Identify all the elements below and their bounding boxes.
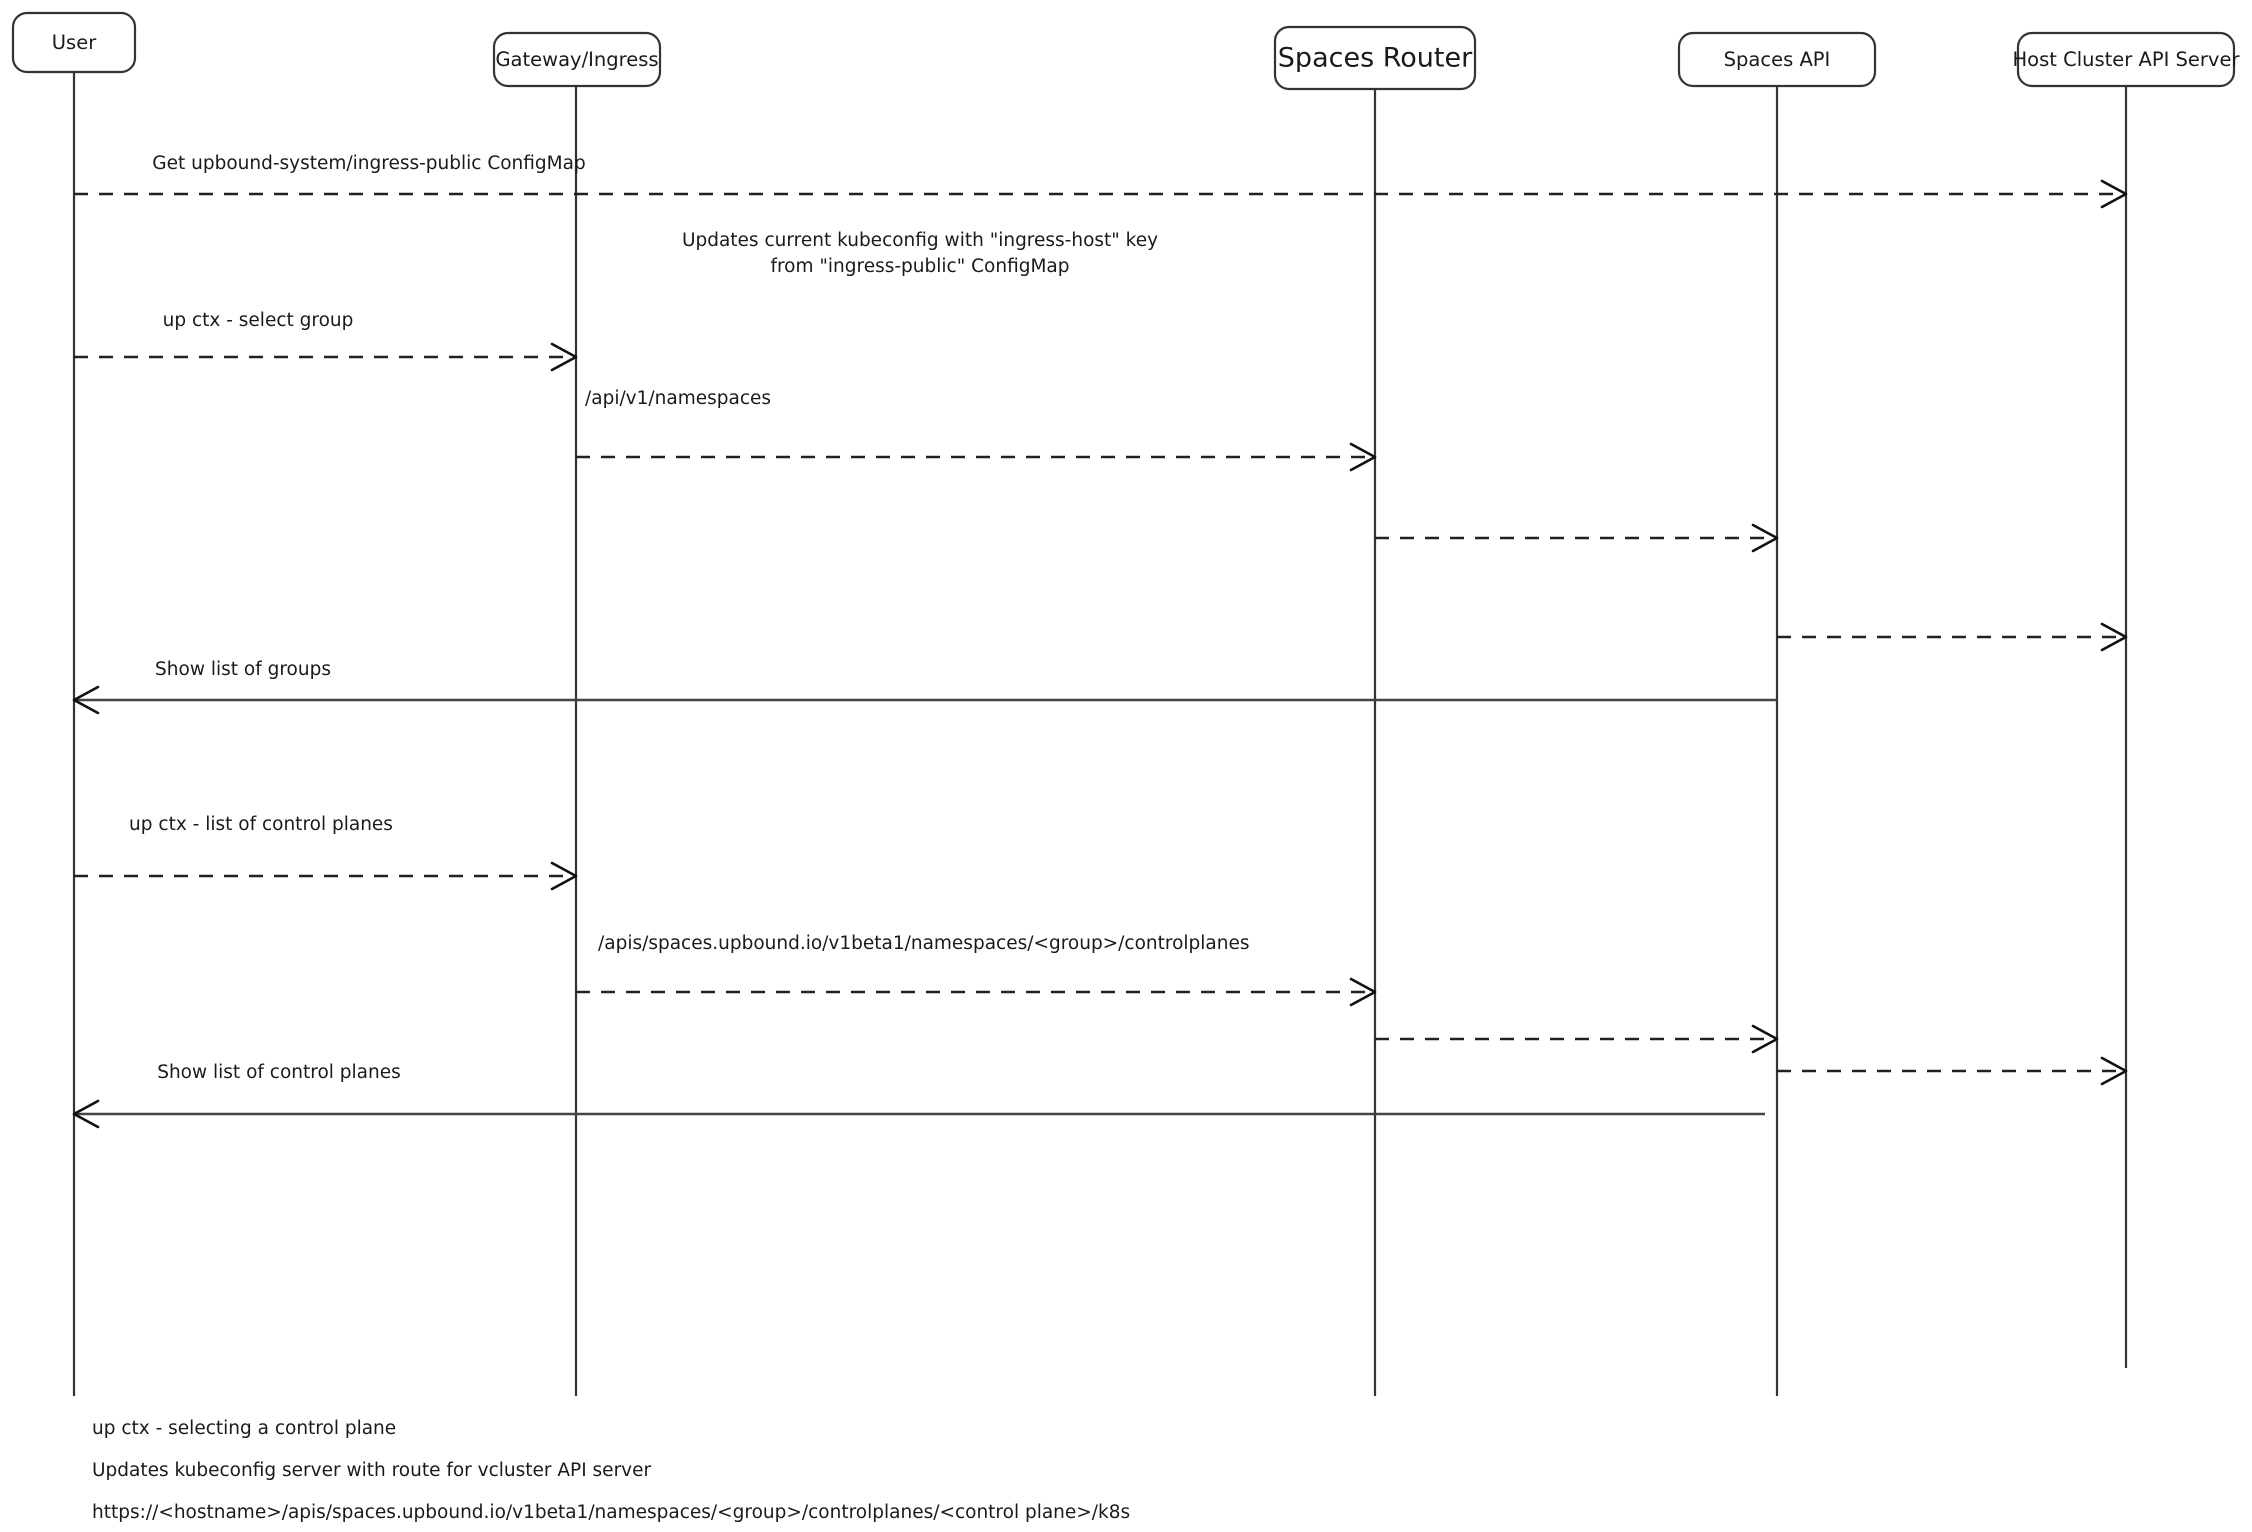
footer-line-2: https://<hostname>/apis/spaces.upbound.i… <box>92 1502 1130 1523</box>
arrowhead-right-m3 <box>1349 442 1377 472</box>
message-label-m1: Get upbound-system/ingress-public Config… <box>152 153 585 174</box>
footer-line-1: Updates kubeconfig server with route for… <box>92 1460 652 1481</box>
message-m3: /api/v1/namespaces <box>576 388 1377 472</box>
actor-label-spaces-api: Spaces API <box>1724 48 1831 71</box>
arrowhead-left-m6 <box>72 685 100 715</box>
actor-box-spaces-api <box>1677 31 1877 88</box>
arrowhead-left-m11 <box>72 1099 100 1129</box>
message-label-m8: /apis/spaces.upbound.io/v1beta1/namespac… <box>598 933 1250 954</box>
note-line-note-kubeconfig-0: Updates current kubeconfig with "ingress… <box>682 230 1158 251</box>
message-m6: Show list of groups <box>72 659 1777 715</box>
message-m1: Get upbound-system/ingress-public Config… <box>74 153 2128 209</box>
message-m8: /apis/spaces.upbound.io/v1beta1/namespac… <box>576 933 1377 1007</box>
messages-layer: Get upbound-system/ingress-public Config… <box>72 153 2128 1129</box>
actor-label-gateway: Gateway/Ingress <box>495 48 658 71</box>
message-label-m7: up ctx - list of control planes <box>129 814 393 835</box>
arrowhead-right-m2 <box>550 342 578 372</box>
message-label-m3: /api/v1/namespaces <box>585 388 771 409</box>
actor-spaces-api[interactable]: Spaces API <box>1677 31 1877 88</box>
message-m9 <box>1375 1024 1779 1054</box>
message-label-m11: Show list of control planes <box>157 1062 401 1083</box>
actor-box-gateway <box>492 31 662 88</box>
actor-label-spaces-router: Spaces Router <box>1278 43 1473 74</box>
message-m4 <box>1375 523 1779 553</box>
actor-box-host-cluster <box>2016 31 2236 88</box>
arrowhead-right-m5 <box>2100 622 2128 652</box>
arrowhead-right-m1 <box>2100 179 2128 209</box>
actor-spaces-router[interactable]: Spaces Router <box>1273 25 1477 91</box>
actor-gateway[interactable]: Gateway/Ingress <box>492 31 662 88</box>
arrowhead-right-m8 <box>1349 977 1377 1007</box>
footer-line-0: up ctx - selecting a control plane <box>92 1418 396 1439</box>
actor-label-host-cluster: Host Cluster API Server <box>2012 48 2240 71</box>
message-m2: up ctx - select group <box>74 310 578 372</box>
lifelines-layer <box>72 72 2128 1396</box>
message-m5 <box>1777 622 2128 652</box>
actor-label-user: User <box>52 31 97 54</box>
arrowhead-right-m10 <box>2100 1056 2128 1086</box>
message-m7: up ctx - list of control planes <box>74 814 578 891</box>
arrowhead-right-m4 <box>1751 523 1779 553</box>
actor-box-user <box>11 11 137 74</box>
actor-user[interactable]: User <box>11 11 137 74</box>
note-note-kubeconfig: Updates current kubeconfig with "ingress… <box>682 230 1158 277</box>
footer-layer: up ctx - selecting a control planeUpdate… <box>92 1418 1130 1523</box>
message-m10 <box>1777 1056 2128 1086</box>
actor-host-cluster[interactable]: Host Cluster API Server <box>2012 31 2240 88</box>
message-m11: Show list of control planes <box>72 1062 1765 1129</box>
arrowhead-right-m9 <box>1751 1024 1779 1054</box>
note-line-note-kubeconfig-1: from "ingress-public" ConfigMap <box>770 256 1069 277</box>
notes-layer: Updates current kubeconfig with "ingress… <box>682 230 1158 277</box>
actor-box-spaces-router <box>1273 25 1477 91</box>
arrowhead-right-m7 <box>550 861 578 891</box>
message-label-m6: Show list of groups <box>155 659 331 680</box>
message-label-m2: up ctx - select group <box>163 310 354 331</box>
